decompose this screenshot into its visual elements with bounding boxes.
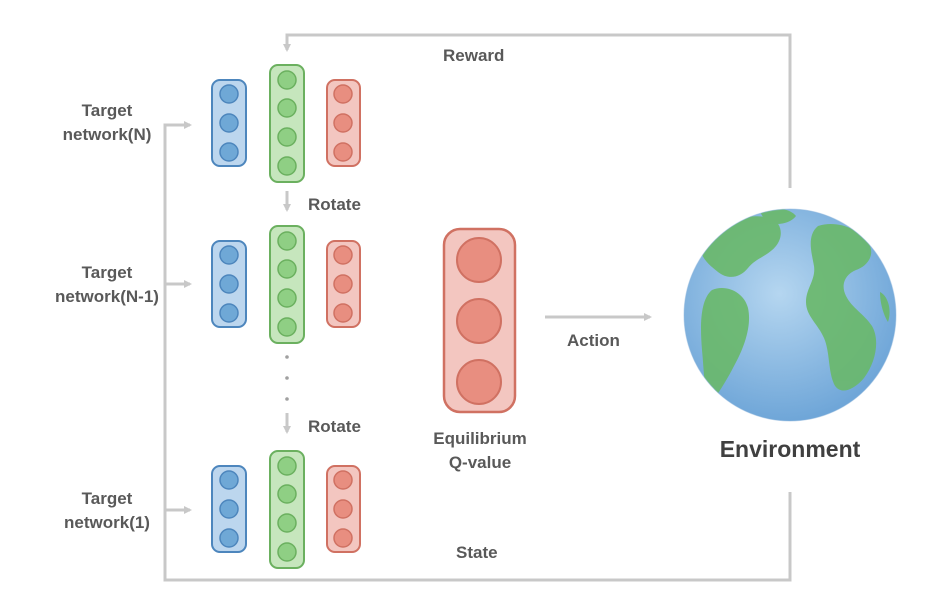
target-network-1-label: Target network(1) — [32, 487, 182, 535]
action-label: Action — [567, 331, 620, 350]
ellipsis-dots — [285, 355, 289, 401]
target-network-n — [211, 64, 361, 183]
target-network-n-label: Target network(N) — [32, 99, 182, 147]
state-loop — [163, 121, 792, 582]
globe-icon — [683, 208, 897, 422]
target-network-1-line2: network(1) — [64, 513, 150, 532]
equilibrium-line1: Equilibrium — [433, 429, 527, 448]
target-network-n-minus-1 — [211, 225, 361, 344]
target-network-n-line1: Target — [81, 101, 133, 120]
target-network-n-minus-1-line2: network(N-1) — [55, 287, 159, 306]
rotate-label-bottom: Rotate — [308, 417, 361, 436]
target-network-1-line1: Target — [81, 489, 133, 508]
target-network-n-minus-1-label: Target network(N-1) — [32, 261, 182, 309]
equilibrium-line2: Q-value — [448, 453, 512, 472]
equilibrium-q-value-label: Equilibrium Q-value — [405, 427, 555, 475]
target-network-n-minus-1-line1: Target — [81, 263, 133, 282]
reward-label: Reward — [443, 46, 505, 65]
target-network-1 — [211, 450, 361, 569]
target-network-n-line2: network(N) — [62, 125, 152, 144]
rotate-label-top: Rotate — [308, 195, 361, 214]
equilibrium-q-value-block — [442, 227, 517, 414]
environment-label: Environment — [719, 436, 861, 462]
reward-loop — [283, 33, 792, 188]
state-label: State — [456, 543, 498, 562]
